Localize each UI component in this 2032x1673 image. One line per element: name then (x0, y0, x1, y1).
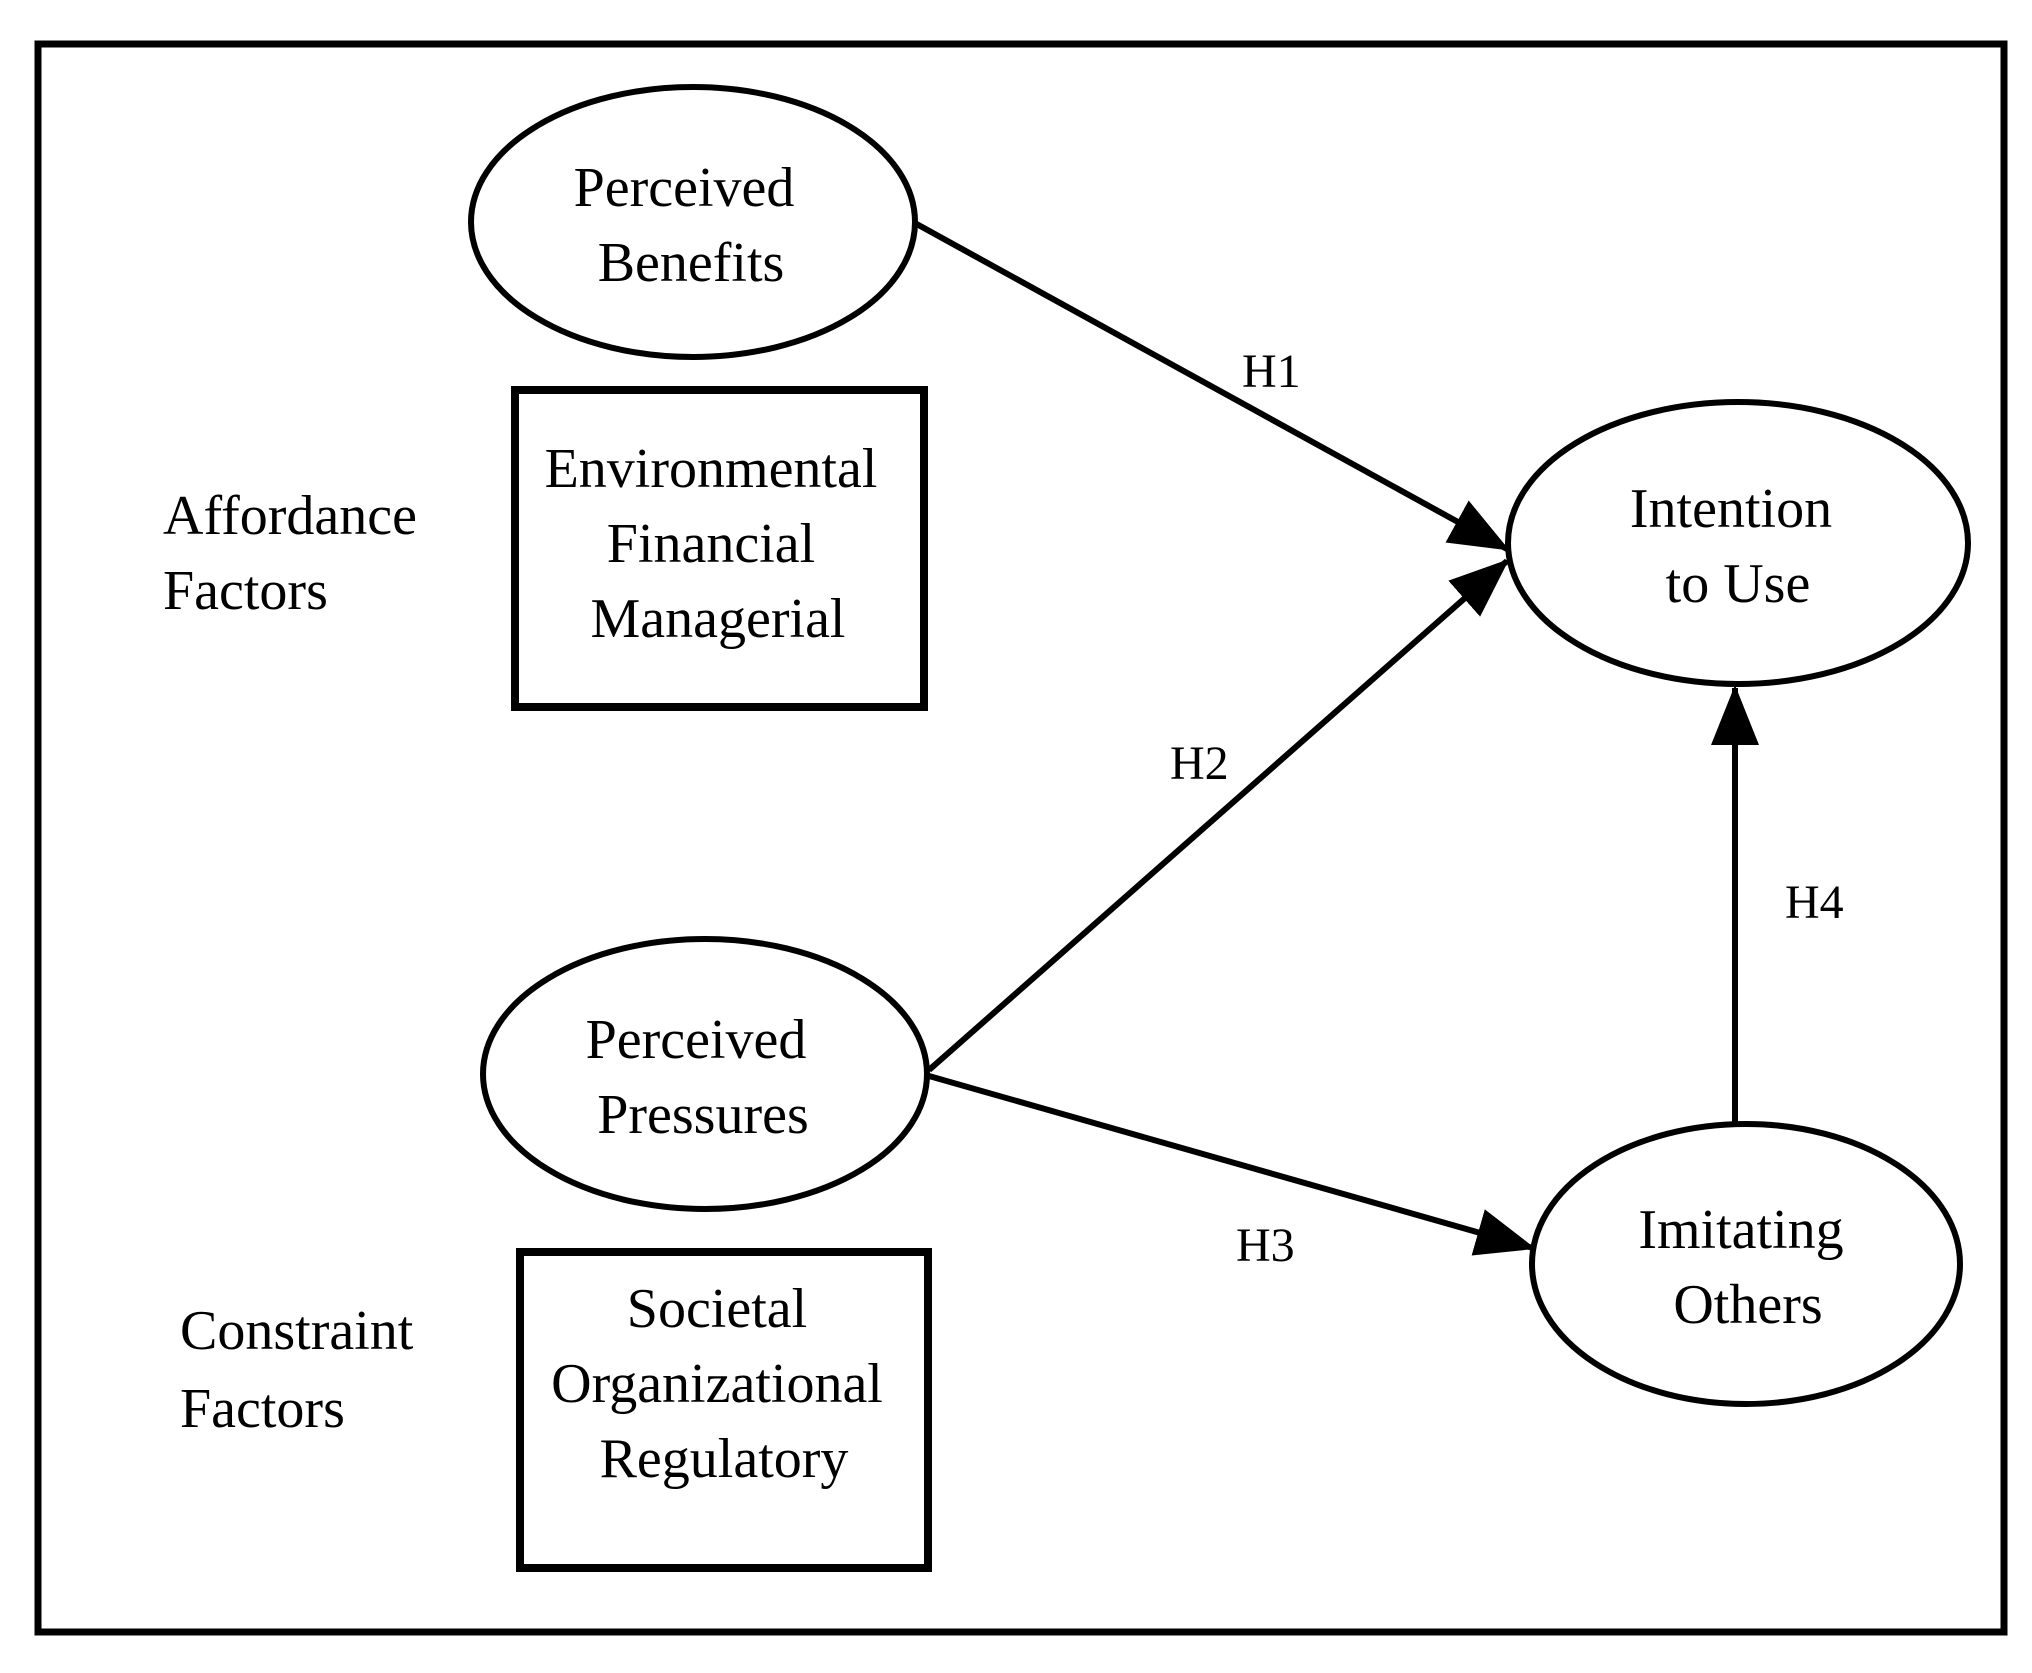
affordance-factors-box (511, 386, 928, 711)
imitating-others-line-1: Imitating (1638, 1199, 1843, 1261)
perceived-pressures-label: Perceived Pressures (586, 1009, 821, 1146)
imitating-others-line-2: Others (1673, 1274, 1822, 1336)
constraint-box-line-3: Regulatory (600, 1428, 849, 1490)
affordance-box-line-2: Financial (607, 513, 815, 575)
perceived-pressures-line-2: Pressures (597, 1084, 809, 1146)
affordance-box-line-1: Environmental (545, 438, 878, 500)
imitating-others-node (1529, 1121, 1963, 1407)
constraint-box-line-1: Societal (627, 1278, 807, 1340)
constraint-box-label: Societal Organizational Regulatory (551, 1278, 897, 1490)
perceived-benefits-node (468, 84, 918, 360)
constraint-factors-label: Constraint Factors (180, 1300, 427, 1440)
intention-to-use-line-1: Intention (1630, 478, 1832, 540)
intention-to-use-label: Intention to Use (1630, 478, 1846, 615)
h2-arrow (927, 558, 1510, 1073)
intention-to-use-node (1505, 399, 1971, 687)
constraint-label-line-2: Factors (180, 1378, 345, 1440)
affordance-factors-label: Affordance Factors (163, 485, 431, 622)
affordance-label-line-2: Factors (163, 560, 328, 622)
diagram-frame (34, 40, 2008, 1636)
h3-label: H3 (1236, 1219, 1295, 1272)
perceived-pressures-line-1: Perceived (586, 1009, 807, 1071)
imitating-others-label: Imitating Others (1638, 1199, 1857, 1336)
h3-arrow (928, 1073, 1536, 1256)
constraint-label-line-1: Constraint (180, 1300, 414, 1362)
intention-to-use-line-2: to Use (1666, 553, 1811, 615)
constraint-factors-box (516, 1248, 932, 1572)
h1-label: H1 (1242, 345, 1301, 398)
h2-label: H2 (1170, 737, 1229, 790)
perceived-benefits-label: Perceived Benefits (574, 157, 809, 294)
perceived-benefits-line-1: Perceived (574, 157, 795, 219)
h4-label: H4 (1785, 876, 1844, 929)
constraint-box-line-2: Organizational (551, 1353, 883, 1415)
affordance-label-line-1: Affordance (163, 485, 417, 547)
affordance-box-label: Environmental Financial Managerial (545, 438, 892, 650)
h1-arrow (911, 219, 1510, 552)
perceived-pressures-node (480, 936, 930, 1212)
perceived-benefits-line-2: Benefits (598, 232, 785, 294)
affordance-box-line-3: Managerial (591, 588, 846, 650)
